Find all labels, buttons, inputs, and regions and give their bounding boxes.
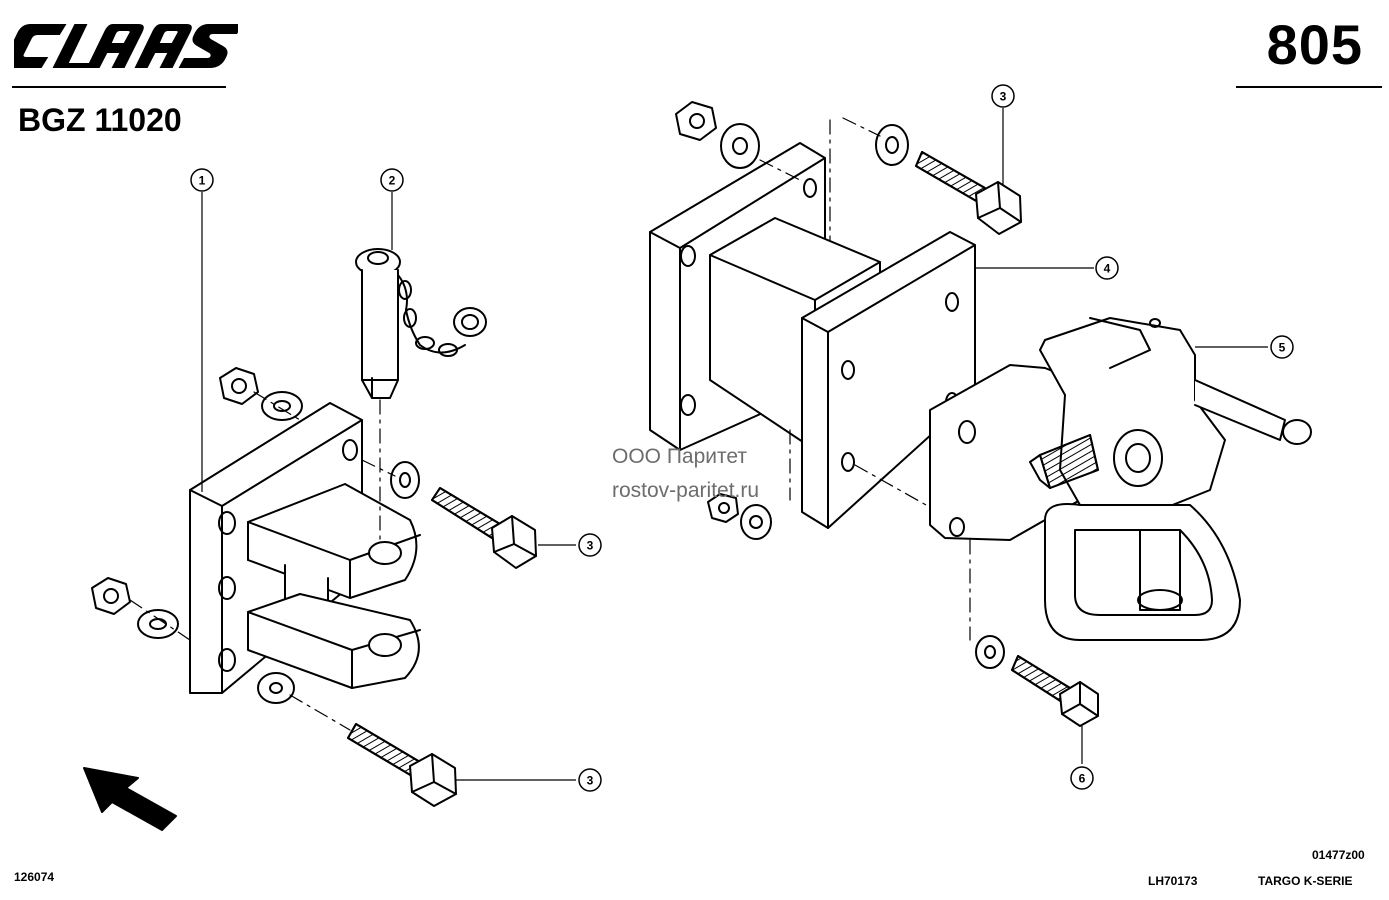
watermark: ООО Паритет rostov-paritet.ru	[612, 440, 759, 508]
coupling-jaw-lower	[247, 593, 421, 689]
callout-2: 2	[380, 168, 404, 192]
hex-nut-upper-right	[675, 101, 717, 141]
page-number-underline	[1236, 86, 1382, 88]
callout-3c: 3	[991, 84, 1015, 108]
svg-text:3: 3	[587, 539, 594, 553]
svg-text:3: 3	[587, 774, 594, 788]
flat-washer-lower-left	[257, 672, 295, 704]
drawing-reference: 01477z00	[1312, 848, 1365, 862]
logo-underline	[12, 86, 226, 88]
callout-4: 4	[1095, 256, 1119, 280]
hex-nut-upper-left	[219, 367, 259, 405]
hex-bolt-part-6	[1011, 655, 1099, 727]
lh-reference: LH70173	[1148, 874, 1198, 888]
hex-nut-lower-left	[91, 577, 131, 615]
svg-text:5: 5	[1279, 341, 1286, 355]
tow-coupling-part-5	[929, 317, 1312, 641]
svg-text:3: 3	[1000, 90, 1007, 104]
flat-washer-upper-left	[390, 461, 420, 499]
svg-text:4: 4	[1104, 262, 1111, 276]
callout-3b: 3	[578, 768, 602, 792]
flat-washer-upper-right	[875, 124, 909, 166]
watermark-company: ООО Паритет	[612, 445, 748, 468]
lock-washer-upper-right	[720, 123, 760, 169]
lock-washer-lower-right	[740, 504, 772, 540]
watermark-url: rostov-paritet.ru	[612, 479, 760, 502]
lock-washer-lower-left	[137, 609, 179, 639]
group-code: BGZ 11020	[18, 102, 182, 138]
catalog-reference: 126074	[14, 870, 55, 884]
hex-bolt-upper-left	[431, 487, 537, 569]
lock-washer-upper-left	[261, 391, 303, 421]
hex-bolt-upper-right	[915, 151, 1022, 235]
callout-1: 1	[190, 168, 214, 192]
callout-3a: 3	[578, 533, 602, 557]
claas-logo	[14, 24, 238, 68]
svg-text:2: 2	[389, 174, 396, 188]
callout-6: 6	[1070, 766, 1094, 790]
hex-nut-lower-right	[707, 493, 739, 523]
svg-text:1: 1	[199, 174, 206, 188]
direction-arrow	[83, 767, 177, 831]
hex-bolt-lower-left	[347, 723, 457, 807]
machine-series: TARGO K-SERIE	[1258, 874, 1353, 888]
callout-5: 5	[1270, 335, 1294, 359]
page-number: 805	[1266, 13, 1363, 76]
svg-text:6: 6	[1079, 772, 1086, 786]
flat-washer-lower-right	[975, 635, 1005, 669]
pin-with-chain-part-2	[355, 248, 487, 399]
